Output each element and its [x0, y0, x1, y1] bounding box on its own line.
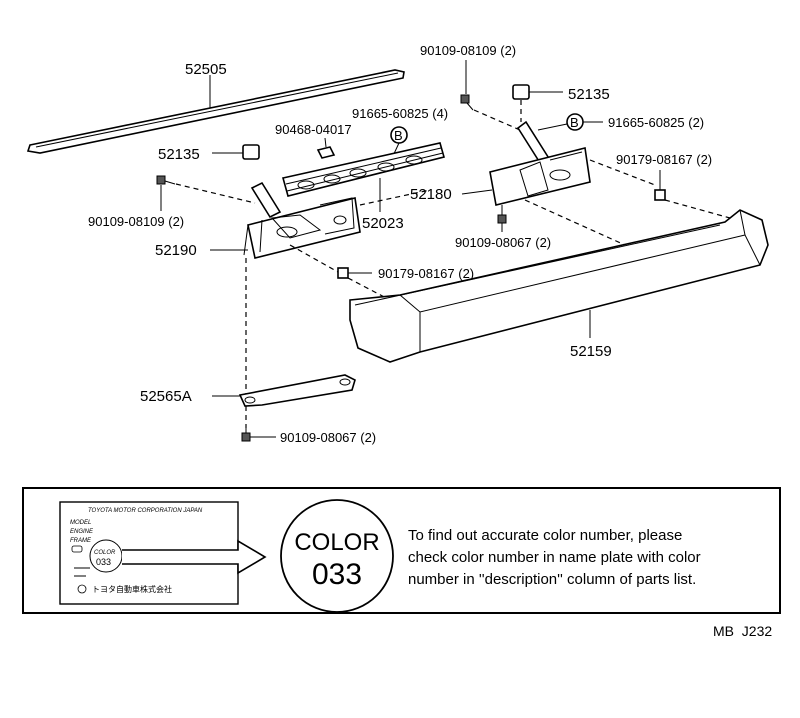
- nut-right-icon: [654, 170, 666, 201]
- bracket-left-52190: [210, 181, 361, 259]
- label-retainer-top-right: 52135: [568, 86, 610, 103]
- note-line-1: To find out accurate color number, pleas…: [408, 527, 682, 544]
- molding-52505: [26, 69, 405, 154]
- plate-footer: トヨタ自動車株式会社: [92, 584, 172, 594]
- bracket-right-52180: [461, 120, 591, 206]
- plate-engine: ENGINE: [70, 529, 94, 535]
- bolt-left-icon: [156, 175, 176, 211]
- reinforcement-52023: [282, 142, 445, 212]
- color-circle: COLOR 033: [280, 499, 394, 613]
- label-bolt-bottom: 90109-08067 (2): [280, 430, 376, 445]
- plate-frame: FRAME: [70, 538, 92, 544]
- label-clip-b-left: 91665-60825 (4): [352, 106, 448, 121]
- label-52565a: 52565A: [140, 388, 192, 405]
- circle-color-word: COLOR: [294, 529, 379, 556]
- label-nut-right: 90179-08167 (2): [616, 152, 712, 167]
- label-bolt-right-lower: 90109-08067 (2): [455, 235, 551, 250]
- circle-color-code: 033: [312, 558, 362, 591]
- arrow-icon: [122, 539, 267, 575]
- plate-color-code: 033: [96, 557, 111, 567]
- bolt-top-icon: [460, 60, 474, 111]
- color-note-box: TOYOTA MOTOR CORPORATION JAPAN MODEL ENG…: [22, 487, 781, 614]
- label-clip-b-right: 91665-60825 (2): [608, 115, 704, 130]
- label-52159: 52159: [570, 343, 612, 360]
- stay-52565a: [212, 374, 356, 407]
- label-52190: 52190: [155, 242, 197, 259]
- plate-header: TOYOTA MOTOR CORPORATION JAPAN: [88, 508, 203, 514]
- label-bolt-left: 90109-08109 (2): [88, 214, 184, 229]
- label-clip-center: 90468-04017: [275, 122, 352, 137]
- callout-b-right: B: [537, 113, 603, 131]
- label-52023: 52023: [362, 215, 404, 232]
- label-52180: 52180: [410, 186, 452, 203]
- clip-center-icon: [316, 137, 336, 159]
- nut-left-icon: [337, 267, 372, 279]
- retainer-top-right-icon: [512, 84, 563, 122]
- plate-color-word: COLOR: [94, 550, 116, 556]
- callout-b-left-text: B: [394, 128, 403, 143]
- bolt-right-lower-icon: [497, 205, 507, 232]
- label-52505: 52505: [185, 61, 227, 78]
- label-retainer-left: 52135: [158, 146, 200, 163]
- label-nut-left: 90179-08167 (2): [378, 266, 474, 281]
- callout-b-right-text: B: [570, 115, 579, 130]
- bumper-cover-52159: [349, 209, 769, 363]
- note-line-2: check color number in name plate with co…: [408, 549, 701, 566]
- footer-code: MB J232: [713, 623, 772, 639]
- bolt-bottom-icon: [241, 428, 276, 442]
- callout-b-left: B: [390, 126, 408, 159]
- note-line-3: number in ''description'' column of part…: [408, 571, 696, 588]
- retainer-left-icon: [212, 144, 260, 160]
- label-bolt-top: 90109-08109 (2): [420, 43, 516, 58]
- plate-model: MODEL: [70, 520, 91, 526]
